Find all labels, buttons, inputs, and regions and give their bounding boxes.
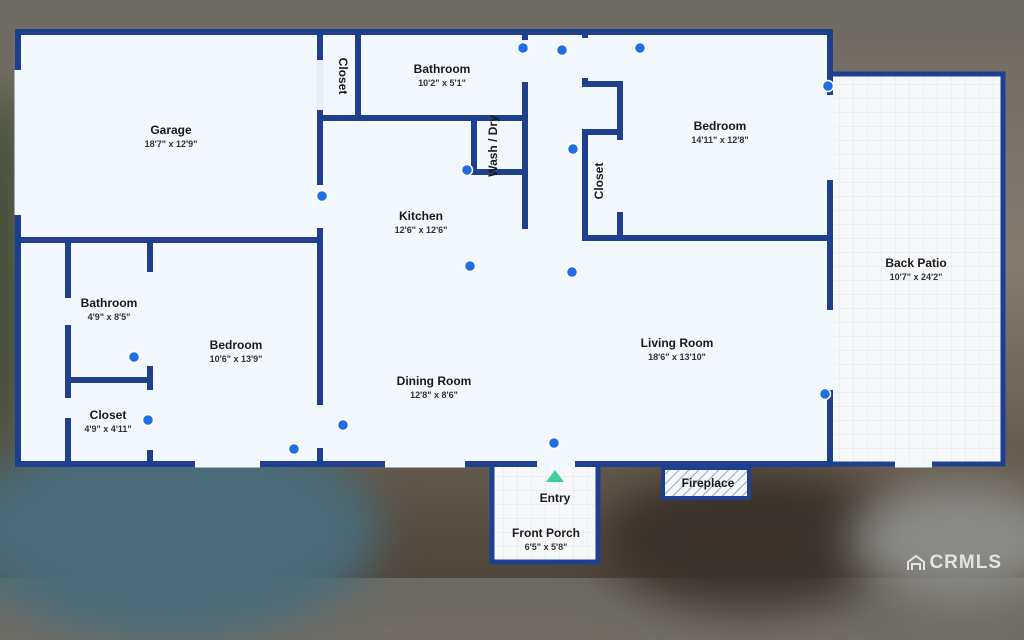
closet-top-label: Closet	[336, 58, 350, 95]
fireplace-box	[661, 466, 751, 500]
viewpoint-dot[interactable]	[127, 350, 141, 364]
floor-plan: Garage 18'7" x 12'9" Closet Bathroom 10'…	[14, 29, 1006, 565]
garage-label: Garage	[150, 123, 192, 137]
bath-left-dim: 4'9" x 8'5"	[88, 312, 131, 322]
room-labels: Garage 18'7" x 12'9" Closet Bathroom 10'…	[81, 58, 947, 552]
closet-left-dim: 4'9" x 4'11"	[84, 424, 131, 434]
viewpoint-dot[interactable]	[516, 41, 530, 55]
watermark-text: CRMLS	[929, 552, 1002, 573]
viewpoint-dot[interactable]	[287, 442, 301, 456]
kitchen-label: Kitchen	[399, 209, 443, 223]
bedroom-top-dim: 14'11" x 12'8"	[691, 135, 748, 145]
viewpoint-dot[interactable]	[315, 189, 329, 203]
crmls-logo-icon	[907, 555, 926, 570]
viewpoint-dot[interactable]	[555, 43, 569, 57]
viewpoint-dot[interactable]	[463, 259, 477, 273]
bedroom-left-label: Bedroom	[210, 338, 263, 352]
bath-top-label: Bathroom	[414, 62, 471, 76]
dining-dim: 12'8" x 8'6"	[410, 390, 458, 400]
closet-mid-label: Closet	[592, 163, 606, 200]
viewpoint-dot[interactable]	[460, 163, 474, 177]
bath-left-label: Bathroom	[81, 296, 138, 310]
wash-dry-label: Wash / Dry	[486, 115, 500, 177]
viewpoint-dot[interactable]	[633, 41, 647, 55]
back-patio-label: Back Patio	[885, 256, 946, 270]
entry-marker-icon[interactable]	[546, 470, 564, 482]
garage-dim: 18'7" x 12'9"	[145, 139, 198, 149]
viewpoint-dot[interactable]	[141, 413, 155, 427]
back-patio-floor	[830, 74, 1004, 464]
fireplace-label: Fireplace	[682, 476, 735, 490]
entry-label: Entry	[540, 491, 571, 505]
living-label: Living Room	[641, 336, 714, 350]
viewpoint-dot[interactable]	[818, 387, 832, 401]
closet-left-label: Closet	[90, 408, 127, 422]
viewpoint-dot[interactable]	[566, 142, 580, 156]
crmls-watermark: CRMLS	[907, 552, 1002, 574]
bedroom-left-dim: 10'6" x 13'9"	[210, 354, 263, 364]
dining-label: Dining Room	[397, 374, 472, 388]
viewpoint-dot[interactable]	[547, 436, 561, 450]
viewpoint-dots	[127, 41, 835, 456]
openings	[14, 38, 932, 468]
living-dim: 18'6" x 13'10"	[648, 352, 706, 362]
bedroom-top-label: Bedroom	[694, 119, 747, 133]
bath-top-dim: 10'2" x 5'1"	[418, 78, 466, 88]
back-patio-dim: 10'7" x 24'2"	[890, 272, 943, 282]
viewpoint-dot[interactable]	[336, 418, 350, 432]
front-porch-dim: 6'5" x 5'8"	[525, 542, 568, 552]
kitchen-dim: 12'6" x 12'6"	[395, 225, 448, 235]
viewpoint-dot[interactable]	[565, 265, 579, 279]
front-porch-floor	[492, 466, 598, 562]
front-porch-label: Front Porch	[512, 526, 580, 540]
viewpoint-dot[interactable]	[821, 79, 835, 93]
